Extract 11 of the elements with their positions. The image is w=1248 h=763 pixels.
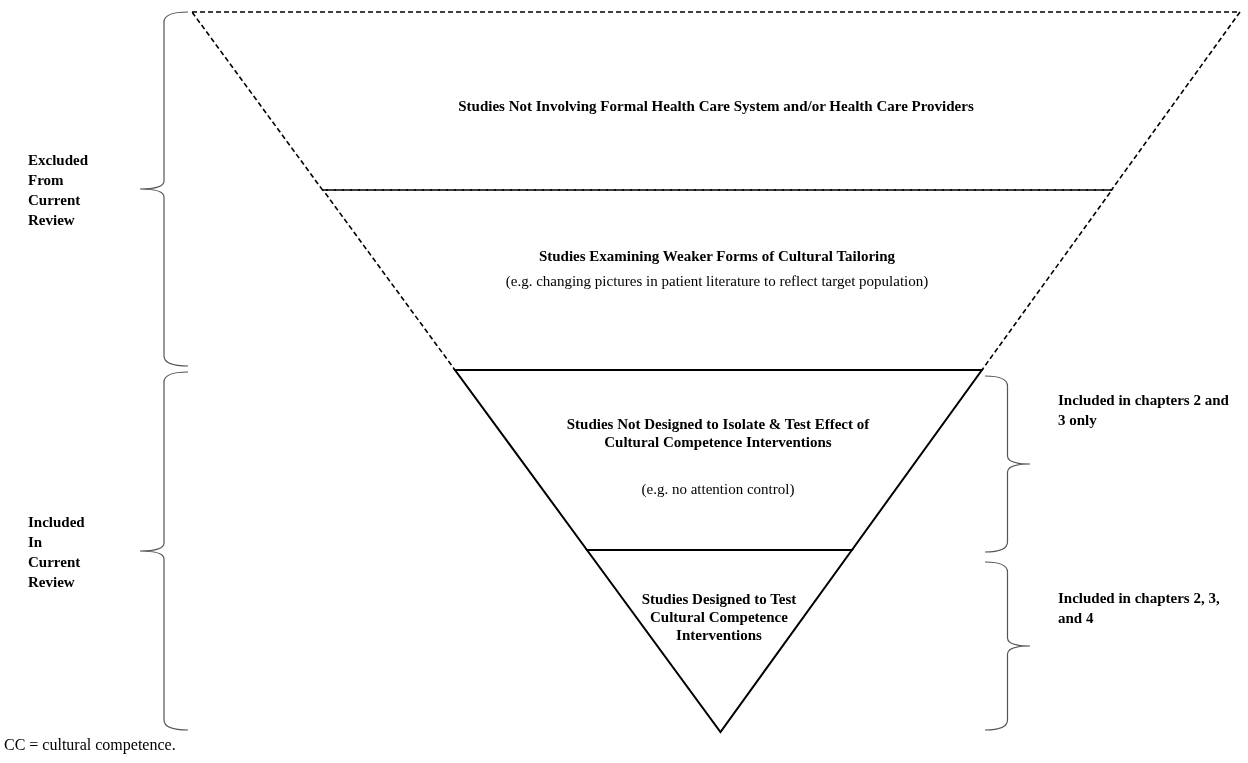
band-heading: Studies Not Involving Formal Health Care System and/or Health Care Providers — [457, 97, 975, 115]
band-example-note: (e.g. changing pictures in patient literature to reflect target population) — [504, 272, 930, 290]
band-heading: Studies Examining Weaker Forms of Cultural Tailoring — [537, 247, 897, 265]
caption: CC = cultural competence. — [4, 736, 176, 754]
bracket-label: Excluded From Current Review — [28, 151, 89, 230]
band-heading: Studies Not Designed to Isolate & Test Effect of Cultural Competence Interventions — [565, 415, 871, 451]
band-example-note: (e.g. no attention control) — [640, 480, 796, 498]
bracket-label: Included In Current Review — [28, 513, 86, 592]
band-heading: Studies Designed to Test Cultural Competence Interventions — [640, 590, 798, 644]
bracket-label: Included in chapters 2, 3, and 4 — [1058, 589, 1221, 628]
bracket-label: Included in chapters 2 and 3 only — [1058, 391, 1230, 430]
